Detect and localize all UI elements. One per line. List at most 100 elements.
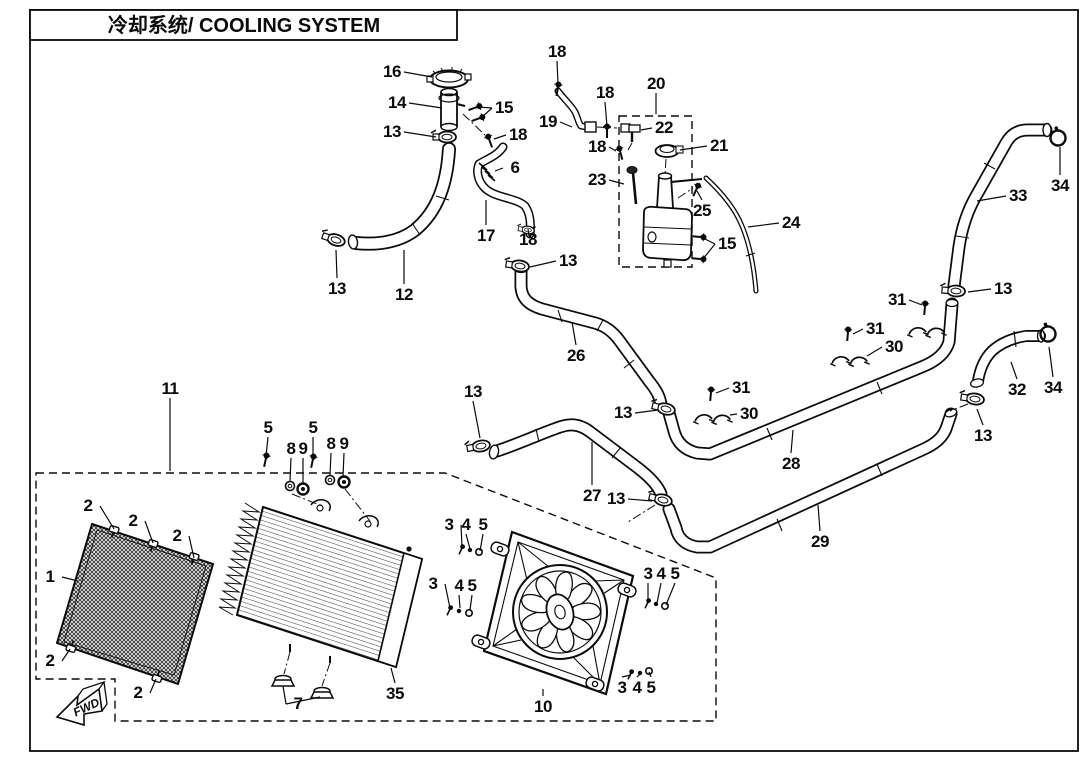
part-label-3: 3 — [644, 564, 653, 583]
part-label-9: 9 — [340, 434, 349, 453]
leader-line-18 — [604, 101, 608, 127]
leader-line-15 — [480, 107, 493, 119]
core-fins — [218, 502, 261, 616]
leader-line-31 — [908, 299, 923, 306]
leader-line-18 — [556, 60, 559, 85]
leader-line-23 — [608, 179, 625, 185]
part-label-30: 30 — [740, 404, 758, 423]
radiator-assembly-box — [35, 472, 717, 722]
core-filler-plug — [406, 546, 412, 552]
leader-line-24 — [747, 222, 780, 228]
part-label-2: 2 — [129, 511, 138, 530]
part-label-5: 5 — [309, 418, 318, 437]
part-label-1: 1 — [46, 567, 55, 586]
part-label-3: 3 — [445, 515, 454, 534]
reservoir-tank — [642, 205, 693, 268]
part-label-11: 11 — [162, 379, 179, 398]
hose-19 — [554, 87, 618, 133]
leader-line-16 — [403, 71, 433, 78]
part-label-2: 2 — [134, 683, 143, 702]
leader-line-32 — [1010, 361, 1018, 380]
leader-line-26 — [571, 321, 577, 346]
leader-line-4 — [458, 594, 461, 609]
part-label-15: 15 — [495, 98, 513, 117]
washer-icon — [324, 474, 336, 486]
radiator-mount-fasteners — [259, 450, 371, 522]
leader-line-3 — [460, 524, 463, 548]
hose-12 — [347, 142, 456, 251]
leader-line-15 — [702, 243, 716, 260]
leader-line-18 — [493, 134, 507, 140]
part-label-18: 18 — [596, 83, 614, 102]
dipstick-23 — [626, 166, 638, 205]
leader-lines — [61, 60, 1061, 705]
leader-line-34 — [1048, 346, 1054, 378]
part-label-3: 3 — [618, 678, 627, 697]
leader-line-1 — [61, 576, 79, 582]
part-label-14: 14 — [388, 93, 407, 112]
leader-line-21 — [679, 145, 708, 151]
filler-neck-14 — [438, 87, 486, 136]
leader-line-3 — [444, 583, 451, 609]
part-label-5: 5 — [647, 678, 656, 697]
radiator-core — [218, 499, 424, 699]
elbow-fitting-22 — [620, 123, 641, 151]
hose-27 — [488, 418, 668, 501]
leader-line-5 — [665, 582, 676, 606]
coolant-reservoir — [551, 79, 708, 268]
part-label-31: 31 — [888, 290, 906, 309]
part-label-31: 31 — [866, 319, 884, 338]
part-label-2: 2 — [173, 526, 182, 545]
part-label-2: 2 — [46, 651, 55, 670]
leader-line-4 — [636, 673, 641, 678]
rubber-mount — [310, 686, 334, 699]
part-label-5: 5 — [671, 564, 680, 583]
hose-19-fitting — [584, 121, 597, 133]
leader-line-2 — [61, 648, 71, 662]
leader-line-7 — [282, 685, 287, 705]
leader-line-2 — [188, 535, 195, 559]
hose-24 — [703, 175, 759, 294]
part-label-17: 17 — [477, 226, 495, 245]
part-label-26: 26 — [567, 346, 585, 365]
part-label-28: 28 — [782, 454, 800, 473]
leader-line-15 — [702, 237, 716, 245]
leader-line-7 — [285, 696, 321, 705]
part-label-27: 27 — [583, 486, 601, 505]
leader-line-13 — [967, 288, 992, 293]
leader-line-18 — [608, 146, 617, 152]
leader-line-14 — [408, 102, 443, 109]
part-label-15: 15 — [718, 234, 736, 253]
leader-line-8 — [289, 457, 292, 482]
leader-line-3 — [621, 674, 632, 678]
part-label-8: 8 — [287, 439, 296, 458]
leader-line-2 — [144, 520, 154, 544]
part-label-18: 18 — [588, 137, 606, 156]
part-label-4: 4 — [633, 678, 643, 697]
leader-line-13 — [634, 409, 659, 414]
part-label-5: 5 — [479, 515, 488, 534]
leader-line-13 — [529, 260, 557, 268]
leader-line-22 — [640, 127, 653, 131]
part-label-34: 34 — [1051, 176, 1070, 195]
leader-line-13 — [403, 131, 437, 138]
part-label-13: 13 — [614, 403, 632, 422]
part-label-30: 30 — [885, 337, 903, 356]
part-label-13: 13 — [464, 382, 482, 401]
page-title: 冷却系统/ COOLING SYSTEM — [108, 13, 380, 37]
part-label-25: 25 — [693, 201, 711, 220]
reservoir-cap-21 — [654, 144, 684, 158]
part-label-3: 3 — [429, 574, 438, 593]
part-label-18: 18 — [509, 125, 527, 144]
leader-line-28 — [790, 429, 794, 454]
part-label-5: 5 — [468, 576, 477, 595]
part-label-4: 4 — [455, 576, 465, 595]
part-label-2: 2 — [84, 496, 93, 515]
part-label-23: 23 — [588, 170, 606, 189]
hose-33 — [947, 122, 1053, 293]
radiator-guard — [55, 522, 215, 686]
leader-line-31 — [852, 328, 864, 335]
leader-line-4 — [656, 582, 662, 604]
